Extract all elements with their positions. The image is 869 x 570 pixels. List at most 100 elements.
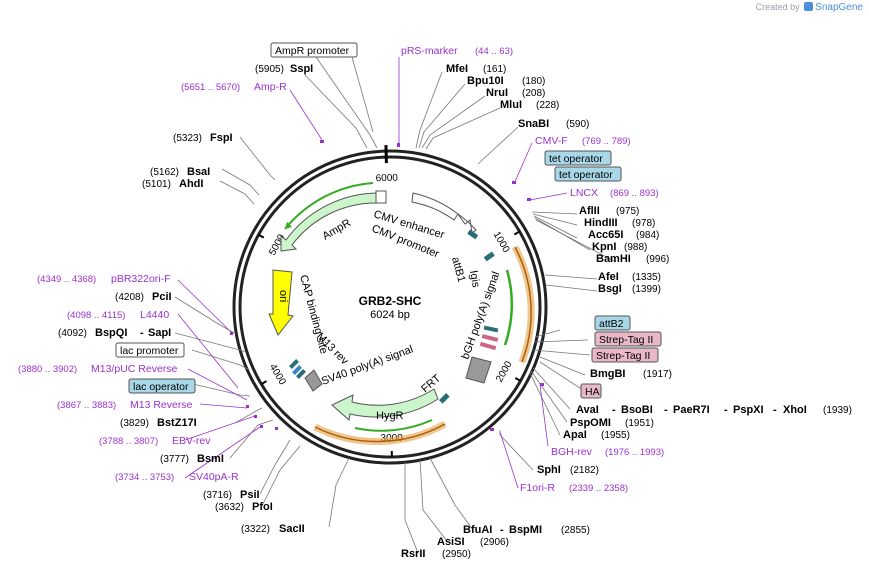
- label-l4440: L4440: [140, 309, 169, 321]
- tick-label-1000: 1000: [491, 230, 512, 255]
- label-dash-1: -: [612, 404, 616, 416]
- backbone-inner: [238, 155, 542, 459]
- label-bsob[interactable]: BsoBI: [621, 404, 653, 416]
- label-bspm[interactable]: BspMI: [509, 524, 542, 536]
- credit-brand[interactable]: SnapGene: [815, 2, 863, 13]
- label-bfua-pos: (2855): [561, 525, 590, 536]
- label-bspq[interactable]: BspQI: [95, 327, 127, 339]
- label-bsa[interactable]: BsaI: [187, 166, 210, 178]
- label-box-lacpro[interactable]: [115, 342, 185, 358]
- feature-attb2-marker[interactable]: [483, 325, 499, 333]
- label-box-ha[interactable]: [580, 383, 602, 399]
- label-box-ampr-promoter[interactable]: [270, 42, 358, 58]
- feature-cmv-enhancer[interactable]: [411, 192, 459, 221]
- label-cmvf: CMV-F: [535, 135, 568, 147]
- label-box-attb2[interactable]: [594, 315, 631, 331]
- label-bsg[interactable]: BsgI: [598, 283, 622, 295]
- label-pspo[interactable]: PspOMI: [570, 417, 611, 429]
- label-ha: HA: [585, 386, 600, 398]
- primer-marks: [230, 140, 544, 431]
- label-strep1: Strep-Tag II: [599, 334, 653, 346]
- plasmid-length: 6024 bp: [370, 309, 410, 321]
- label-nru-pos: (208): [522, 88, 545, 99]
- label-pfo[interactable]: PfoI: [252, 501, 273, 513]
- label-bfua[interactable]: BfuAI: [463, 524, 492, 536]
- label-box-strep1[interactable]: [594, 331, 662, 347]
- feature-label-hygr: HygR: [376, 410, 404, 422]
- label-apa[interactable]: ApaI: [563, 429, 587, 441]
- label-psi[interactable]: PsiI: [240, 489, 260, 501]
- feature-bgh-polya[interactable]: [465, 356, 492, 384]
- label-bstz[interactable]: BstZ17I: [157, 417, 197, 429]
- label-sph[interactable]: SphI: [537, 464, 561, 476]
- feature-attb1-marker-2[interactable]: [483, 251, 495, 262]
- label-asis[interactable]: AsiSI: [437, 536, 465, 548]
- label-mfe[interactable]: MfeI: [446, 63, 468, 75]
- label-bpu[interactable]: Bpu10I: [467, 75, 504, 87]
- feature-attb1-marker[interactable]: [467, 229, 479, 240]
- label-asis-pos: (2906): [480, 537, 509, 548]
- label-sv40pa: SV40pA-R: [189, 471, 239, 483]
- feature-ampr-promoter-box[interactable]: [375, 190, 387, 204]
- label-sac[interactable]: SacII: [279, 523, 305, 535]
- label-afe[interactable]: AfeI: [598, 271, 619, 283]
- label-m13puc: M13/pUC Reverse: [91, 363, 178, 375]
- feature-cmv-promoter[interactable]: [457, 213, 477, 234]
- feature-ori[interactable]: [268, 269, 294, 336]
- label-kpn[interactable]: KpnI: [592, 241, 616, 253]
- label-pae[interactable]: PaeR7I: [673, 404, 710, 416]
- feature-igis-green[interactable]: [503, 269, 514, 346]
- feature-sv40-gray[interactable]: [304, 369, 323, 392]
- label-lacpro: lac promoter: [120, 345, 179, 357]
- label-bsm[interactable]: BsmI: [197, 453, 224, 465]
- feature-lac-marker-3[interactable]: [296, 369, 306, 379]
- label-ampr-promoter: AmpR promoter: [275, 45, 350, 57]
- label-acc[interactable]: Acc65I: [588, 229, 623, 241]
- label-cmvf-range: (769 .. 789): [582, 136, 631, 147]
- label-snab[interactable]: SnaBI: [518, 118, 549, 130]
- label-ava-pos: (1939): [823, 405, 852, 416]
- label-bmg[interactable]: BmgBI: [590, 368, 625, 380]
- label-box-strep2[interactable]: [591, 347, 659, 363]
- label-hind-pos: (978): [632, 218, 655, 229]
- label-ahd[interactable]: AhdI: [179, 178, 203, 190]
- label-ssp[interactable]: SspI: [290, 63, 313, 75]
- label-afl[interactable]: AflII: [579, 205, 600, 217]
- label-pci[interactable]: PciI: [152, 291, 172, 303]
- label-sap[interactable]: SapI: [148, 327, 171, 339]
- label-box-tet2[interactable]: [554, 166, 622, 182]
- label-nru[interactable]: NruI: [486, 87, 508, 99]
- label-amp-r-range: (5651 .. 5670): [181, 82, 240, 93]
- plasmid-name: GRB2-SHC: [359, 294, 422, 308]
- label-rsr[interactable]: RsrII: [401, 548, 425, 560]
- label-box-lacop[interactable]: [128, 378, 196, 394]
- feature-strep-marker-2[interactable]: [479, 341, 497, 351]
- tick-mark-5000: [258, 233, 265, 239]
- label-ava[interactable]: AvaI: [576, 404, 599, 416]
- label-mlu[interactable]: MluI: [500, 99, 522, 111]
- feature-strep-marker-1[interactable]: [481, 334, 499, 342]
- label-bam[interactable]: BamHI: [596, 253, 631, 265]
- leader-lines: [174, 56, 617, 554]
- label-afe-pos: (1335): [632, 272, 661, 283]
- label-acc-pos: (984): [636, 230, 659, 241]
- label-hind[interactable]: HindIII: [584, 217, 618, 229]
- feature-frt-marker[interactable]: [439, 393, 450, 404]
- label-mfe-pos: (161): [483, 64, 506, 75]
- label-fsp-pos: (5323): [173, 133, 202, 144]
- label-fsp[interactable]: FspI: [210, 132, 233, 144]
- label-xho[interactable]: XhoI: [783, 404, 807, 416]
- label-pspx[interactable]: PspXI: [733, 404, 764, 416]
- feature-ampr[interactable]: [280, 192, 380, 252]
- hygr-green-orf: [354, 419, 433, 432]
- label-sv40pa-range: (3734 .. 3753): [115, 472, 174, 483]
- feature-lac-marker-1[interactable]: [289, 359, 299, 369]
- label-dash-3: -: [724, 404, 728, 416]
- feature-lac-marker-2[interactable]: [292, 365, 302, 375]
- label-box-tet1[interactable]: [544, 150, 612, 166]
- ampr-orf-arrowhead: [285, 222, 292, 229]
- label-lncx-range: (869 .. 893): [610, 188, 659, 199]
- feature-hygr[interactable]: [331, 388, 439, 421]
- primer-leader-lines: [177, 57, 568, 489]
